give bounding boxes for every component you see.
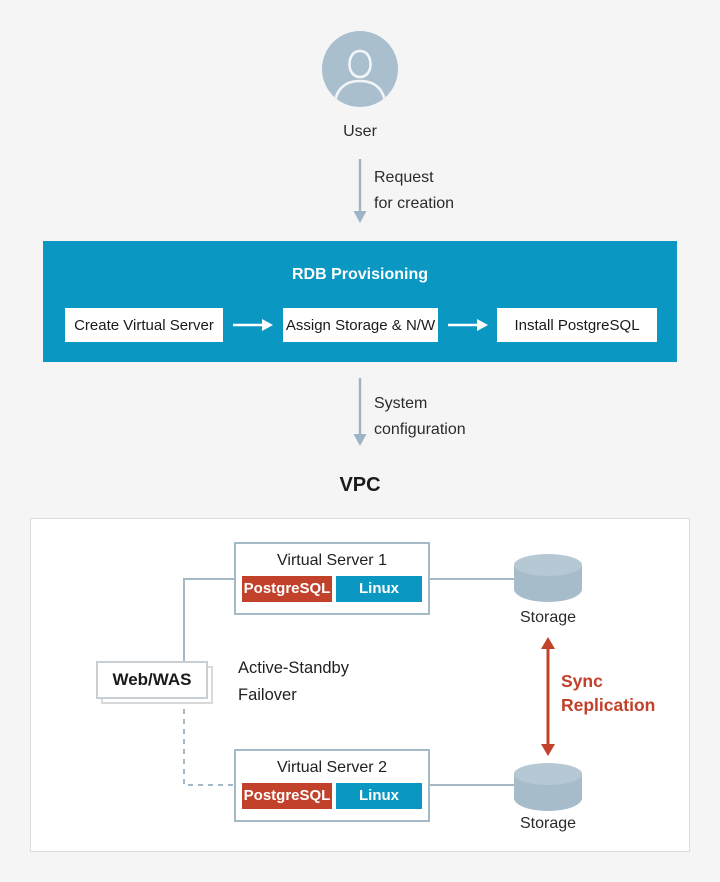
request-arrow-label: Request for creation	[374, 165, 454, 217]
sync-replication-label-line2: Replication	[561, 695, 656, 715]
request-down-arrow-icon	[353, 159, 367, 223]
linux-badge: Linux	[336, 783, 422, 809]
vpc-panel: Virtual Server 1 PostgreSQL Linux Virtua…	[30, 518, 690, 852]
system-down-arrow-icon	[353, 378, 367, 446]
failover-label-line2: Failover	[238, 686, 297, 704]
storage-cylinder-icon	[514, 763, 582, 811]
connector-lines	[183, 578, 555, 786]
system-arrow-label-line1: System	[374, 395, 428, 412]
step-install-postgresql: Install PostgreSQL	[497, 308, 657, 342]
right-arrow-icon	[233, 319, 273, 331]
postgresql-badge: PostgreSQL	[242, 783, 332, 809]
storage-2-label: Storage	[519, 815, 577, 832]
sync-replication-label-line1: Sync	[561, 671, 603, 691]
virtual-server-1-box: Virtual Server 1 PostgreSQL Linux	[234, 542, 430, 615]
request-arrow-label-line2: for creation	[374, 195, 455, 212]
rdb-provisioning-title: RDB Provisioning	[291, 266, 428, 283]
step-create-virtual-server: Create Virtual Server	[65, 308, 223, 342]
step-assign-storage-nw: Assign Storage & N/W	[283, 308, 438, 342]
user-label: User	[343, 123, 377, 140]
postgresql-badge: PostgreSQL	[242, 576, 332, 602]
failover-label: Active-Standby Failover	[238, 655, 349, 709]
rdb-provisioning-band: RDB Provisioning Create Virtual Server A…	[43, 241, 677, 362]
virtual-server-1-name: Virtual Server 1	[277, 552, 387, 569]
virtual-server-2-name: Virtual Server 2	[277, 759, 387, 776]
sync-double-arrow-icon	[541, 637, 555, 756]
user-avatar-icon	[322, 31, 398, 107]
storage-1-label: Storage	[519, 609, 577, 626]
webwas-box: Web/WAS	[96, 661, 208, 699]
failover-label-line1: Active-Standby	[238, 659, 349, 677]
system-arrow-label: System configuration	[374, 391, 466, 443]
virtual-server-2-box: Virtual Server 2 PostgreSQL Linux	[234, 749, 430, 822]
system-arrow-label-line2: configuration	[374, 421, 466, 438]
sync-replication-label: Sync Replication	[561, 669, 655, 717]
linux-badge: Linux	[336, 576, 422, 602]
server1-webwas-line	[183, 578, 234, 669]
right-arrow-icon	[448, 319, 488, 331]
vpc-title: VPC	[339, 474, 381, 496]
request-arrow-label-line1: Request	[374, 169, 434, 186]
storage-cylinder-icon	[514, 554, 582, 602]
